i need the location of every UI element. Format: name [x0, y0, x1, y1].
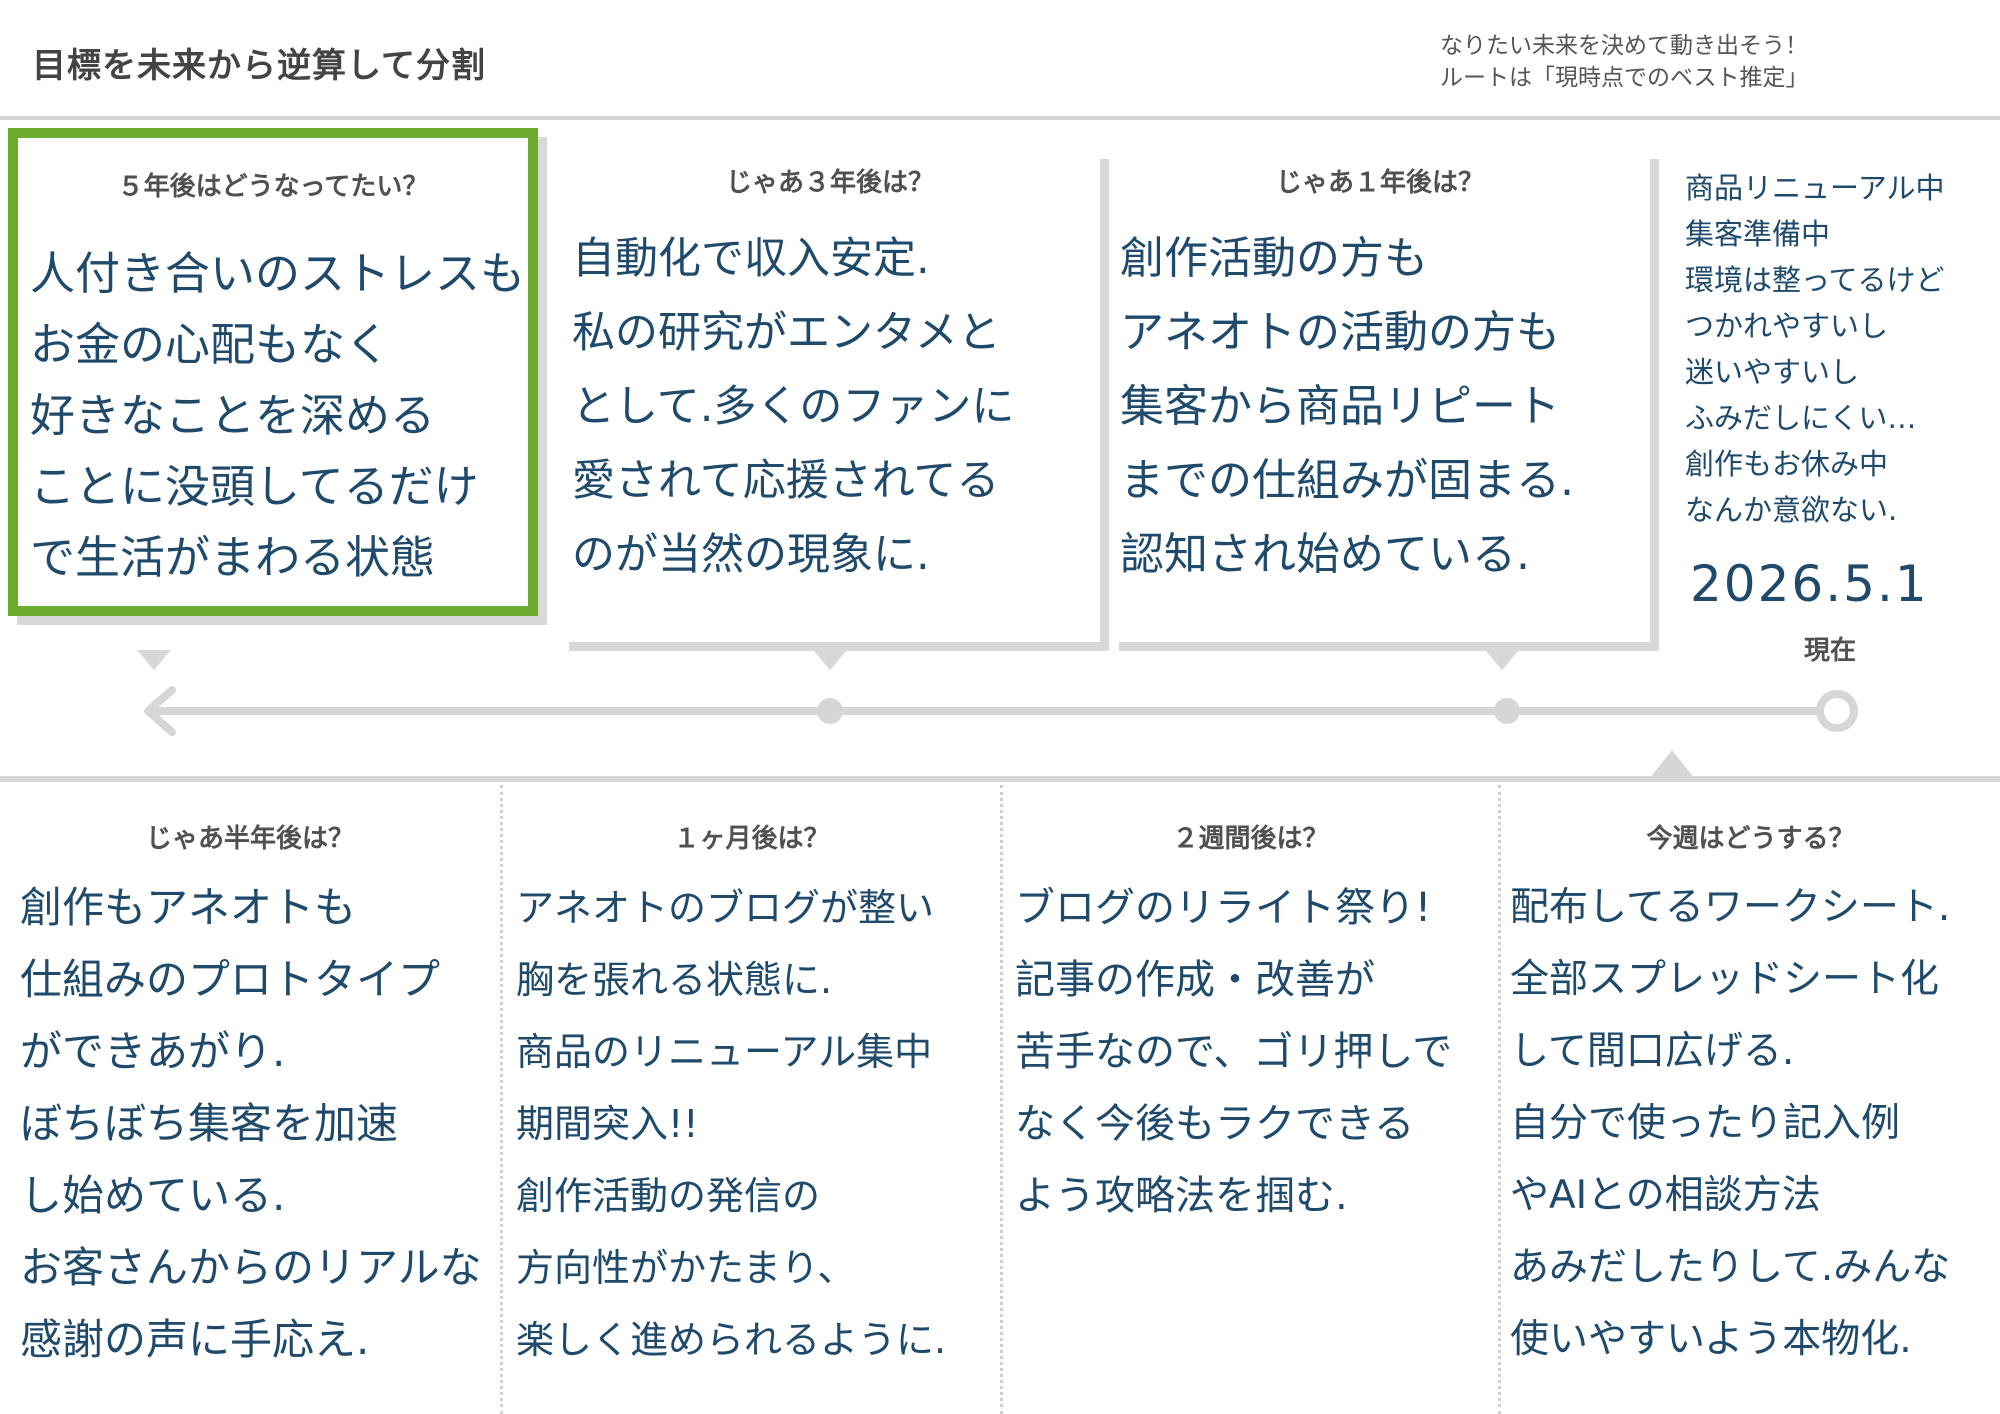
column-handwritten-text: 配布してるワークシート. 全部スプレッドシート化 して間口広げる. 自分で使った… — [1510, 885, 1951, 1362]
panel-3-years: じゃあ３年後は？ 自動化で収入安定. 私の研究がエンタメと として.多くのファン… — [560, 150, 1100, 642]
panel-handwritten-text: 創作活動の方も アネオトの活動の方も 集客から商品リピート までの仕組みが固まる… — [1120, 233, 1574, 580]
column-question: じゃあ半年後は？ — [145, 824, 354, 854]
column-handwritten-text: 創作もアネオトも 仕組みのプロトタイプ ができあがり. ぼちぼち集客を加速 し始… — [20, 883, 482, 1364]
panel-1-year: じゃあ１年後は？ 創作活動の方も アネオトの活動の方も 集客から商品リピート ま… — [1110, 150, 1650, 642]
section-divider — [0, 776, 2000, 782]
panel-5-years: ５年後はどうなってたい？ 人付き合いのストレスも お金の心配もなく 好きなことを… — [8, 128, 538, 616]
header-divider — [0, 116, 2000, 120]
panel-question: じゃあ３年後は？ — [725, 168, 934, 198]
up-pointer-icon — [1650, 750, 1694, 778]
column-question: 今週はどうする？ — [1646, 824, 1855, 854]
current-status-text: 商品リニューアル中 集客準備中 環境は整ってるけど つかれやすいし 迷いやすいし… — [1685, 171, 1945, 527]
panel-question: じゃあ１年後は？ — [1275, 168, 1484, 198]
page-subtitle: なりたい未来を決めて動き出そう！ ルートは「現時点でのベスト推定」 — [1440, 30, 1960, 94]
column-question: １ヶ月後は？ — [673, 824, 830, 854]
panel-pointer — [813, 650, 847, 670]
circle-marker-icon — [1816, 690, 1858, 732]
now-label: 現在 — [1803, 636, 1856, 666]
arrow-left-icon — [144, 686, 176, 736]
subtitle-line-2: ルートは「現時点でのベスト推定」 — [1440, 65, 1809, 91]
column-handwritten-text: アネオトのブログが整い 胸を張れる状態に. 商品のリニューアル集中 期間突入!!… — [516, 886, 947, 1362]
page-title: 目標を未来から逆算して分割 — [32, 46, 486, 86]
panel-handwritten-text: 自動化で収入安定. 私の研究がエンタメと として.多くのファンに 愛されて応援さ… — [572, 234, 1015, 580]
timeline-node-1-year — [1494, 698, 1520, 724]
current-date: 2026.5.1 — [1690, 555, 1929, 613]
column-divider — [500, 785, 503, 1414]
panel-handwritten-text: 人付き合いのストレスも お金の心配もなく 好きなことを深める ことに没頭してるだ… — [30, 247, 526, 584]
panel-question: ５年後はどうなってたい？ — [117, 172, 429, 202]
column-divider — [1000, 785, 1003, 1414]
panel-pointer — [137, 650, 171, 670]
timeline-node-3-years — [817, 698, 843, 724]
column-question: ２週間後は？ — [1172, 824, 1329, 854]
column-handwritten-text: ブログのリライト祭り! 記事の作成・改善が 苦手なので、ゴリ押しで なく今後もラ… — [1015, 885, 1453, 1219]
panel-pointer — [1485, 650, 1519, 670]
subtitle-line-1: なりたい未来を決めて動き出そう！ — [1440, 33, 1808, 59]
column-divider — [1498, 785, 1501, 1414]
